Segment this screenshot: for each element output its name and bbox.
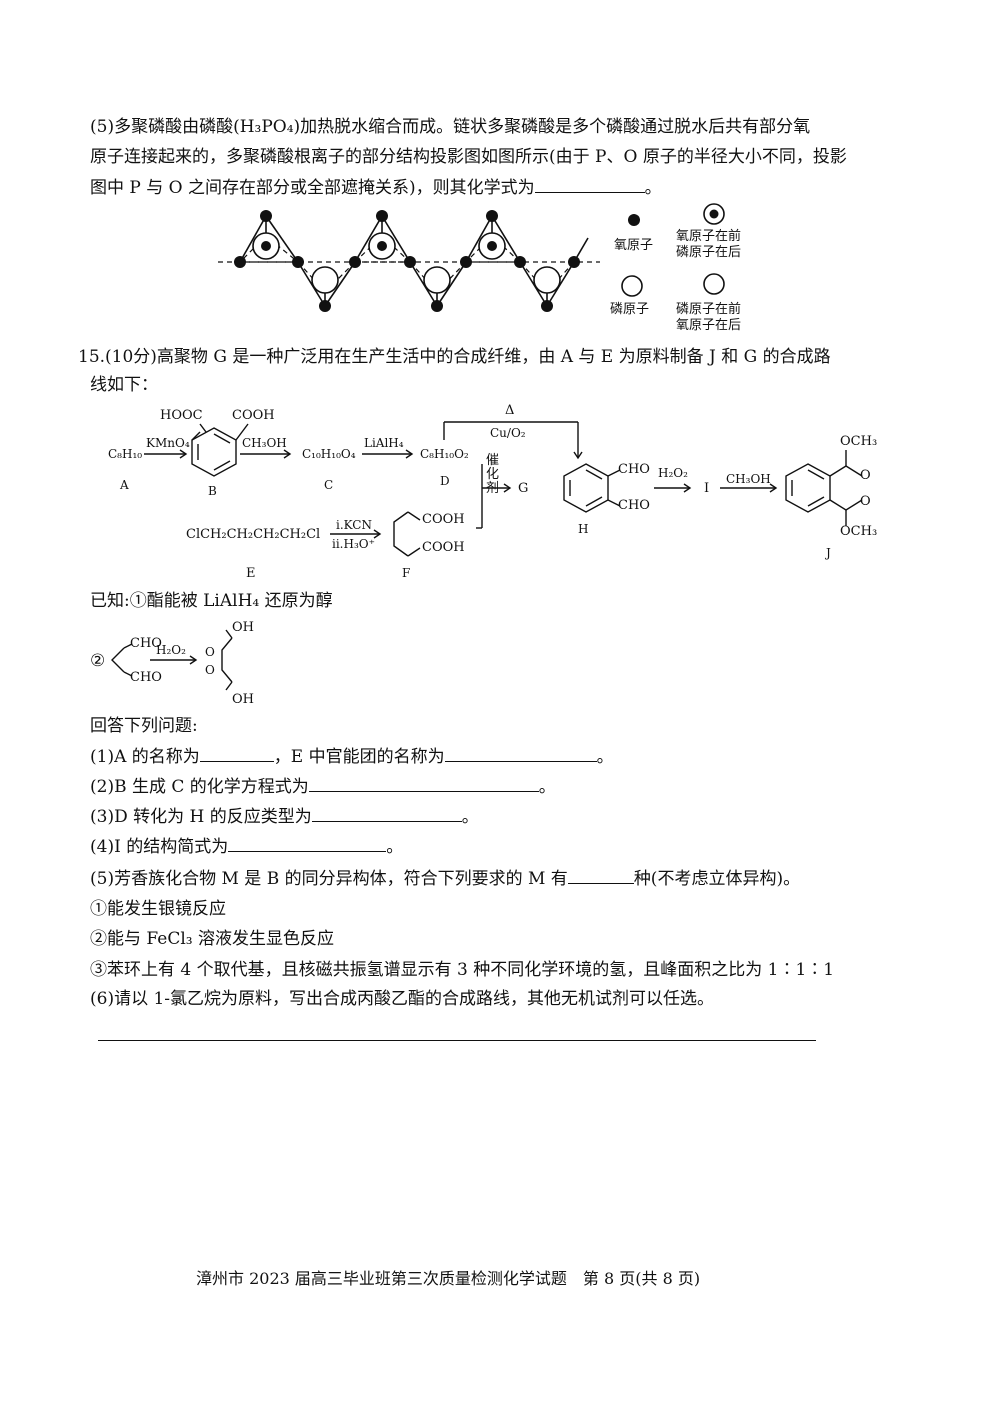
legend-oxygen-symbol	[628, 214, 640, 226]
condition-delta: Δ	[505, 403, 515, 418]
label-F: F	[402, 566, 411, 580]
legend-oxygen-front-1: 氧原子在前	[676, 229, 742, 244]
answer-blank[interactable]	[534, 176, 645, 193]
legend-phosphorus-front-1: 磷原子在前	[676, 302, 742, 317]
question-5: (5)芳香族化合物 M 是 B 的同分异构体，符合下列要求的 M 有种(不考虑立…	[90, 867, 801, 889]
polyphosphate-projection-diagram	[218, 203, 725, 312]
synthesis-scheme-diagram	[111, 421, 863, 691]
legend-phosphorus: 磷原子	[610, 302, 650, 317]
q1-answer-blank-1[interactable]	[199, 745, 274, 762]
q3-answer-blank[interactable]	[311, 805, 462, 822]
label-B: B	[208, 484, 217, 498]
q4-answer-blank[interactable]	[228, 835, 387, 852]
label-E: E	[246, 566, 256, 581]
label-H: H	[578, 522, 589, 536]
F-cooh-1: COOH	[422, 512, 465, 527]
question-4: (4)I 的结构简式为。	[90, 835, 404, 857]
question-3: (3)D 转化为 H 的反应类型为。	[90, 805, 479, 827]
reagent-lialh4: LiAlH₄	[364, 436, 404, 450]
condition-1: ①能发生银镜反应	[90, 899, 226, 919]
known-1: 已知:①酯能被 LiAlH₄ 还原为醇	[90, 591, 333, 611]
reagent-kcn: i.KCN	[336, 518, 372, 532]
label-A: A	[120, 478, 129, 492]
condition-2: ②能与 FeCl₃ 溶液发生显色反应	[90, 929, 334, 949]
B-cooh: COOH	[232, 408, 275, 423]
H-cho-2: CHO	[618, 498, 650, 513]
known-cho-2: CHO	[130, 670, 162, 685]
q1-answer-blank-2[interactable]	[444, 745, 597, 762]
known-oh-2: OH	[232, 692, 254, 707]
reagent-h2o2: H₂O₂	[658, 466, 688, 480]
condition-catalyst: 催化剂	[486, 453, 500, 496]
J-och3-2: OCH₃	[840, 524, 878, 539]
question-1: (1)A 的名称为，E 中官能团的名称为。	[90, 745, 614, 767]
q5-answer-blank[interactable]	[567, 867, 634, 884]
J-o-1: O	[860, 468, 871, 483]
legend-oxygen-front-2: 磷原子在后	[676, 245, 742, 260]
J-och3-1: OCH₃	[840, 434, 878, 449]
q5-line-1: (5)多聚磷酸由磷酸(H₃PO₄)加热脱水缩合而成。链状多聚磷酸是多个磷酸通过脱…	[90, 117, 811, 137]
reagent-ch3oh-1: CH₃OH	[242, 436, 287, 450]
label-D: D	[440, 474, 450, 488]
q2-answer-blank[interactable]	[308, 775, 539, 792]
answer-line[interactable]	[98, 1040, 816, 1041]
q5-line-3-text: 图中 P 与 O 之间存在部分或全部遮掩关系)，则其化学式为	[90, 178, 535, 198]
legend-phosphorus-symbol	[621, 275, 643, 297]
known-cho-1: CHO	[130, 636, 162, 651]
page-footer: 漳州市 2023 届高三毕业班第三次质量检测化学试题 第 8 页(共 8 页)	[196, 1269, 701, 1288]
label-C: C	[324, 478, 334, 492]
compound-I: I	[704, 481, 710, 496]
condition-cuo2: Cu/O₂	[490, 426, 526, 440]
legend-phosphorus-front-2: 氧原子在后	[676, 318, 742, 333]
compound-C: C₁₀H₁₀O₄	[302, 447, 356, 461]
reagent-kmno4: KMnO₄	[146, 436, 190, 450]
q15-line-2: 线如下：	[90, 375, 158, 395]
compound-D: C₈H₁₀O₂	[420, 447, 469, 461]
label-J: J	[826, 546, 831, 560]
compound-E: ClCH₂CH₂CH₂CH₂Cl	[186, 527, 321, 542]
q15-line-1: 15.(10分)高聚物 G 是一种广泛用在生产生活中的合成纤维，由 A 与 E …	[78, 347, 831, 367]
known-oh-1: OH	[232, 620, 254, 635]
product-G: G	[518, 481, 529, 496]
q5-line-3: 图中 P 与 O 之间存在部分或全部遮掩关系)，则其化学式为。	[90, 176, 662, 198]
question-6: (6)请以 1-氯乙烷为原料，写出合成丙酸乙酯的合成路线，其他无机试剂可以任选。	[90, 989, 715, 1009]
reagent-h3o: ii.H₃O⁺	[332, 537, 375, 551]
known-2-number: ②	[90, 651, 106, 671]
B-hooc: HOOC	[160, 408, 203, 423]
J-o-2: O	[860, 494, 871, 509]
reagent-ch3oh-2: CH₃OH	[726, 472, 771, 486]
H-cho-1: CHO	[618, 462, 650, 477]
legend-oxygen: 氧原子	[614, 238, 654, 253]
questions-intro: 回答下列问题:	[90, 716, 198, 736]
q5-line-2: 原子连接起来的，多聚磷酸根离子的部分结构投影图如图所示(由于 P、O 原子的半径…	[90, 147, 847, 167]
legend-phosphorus-front-symbol	[703, 273, 725, 295]
F-cooh-2: COOH	[422, 540, 465, 555]
compound-A: C₈H₁₀	[108, 447, 143, 461]
question-2: (2)B 生成 C 的化学方程式为。	[90, 775, 556, 797]
known-reagent-h2o2: H₂O₂	[156, 643, 186, 657]
condition-3: ③苯环上有 4 个取代基，且核磁共振氢谱显示有 3 种不同化学环境的氢，且峰面积…	[90, 960, 835, 980]
